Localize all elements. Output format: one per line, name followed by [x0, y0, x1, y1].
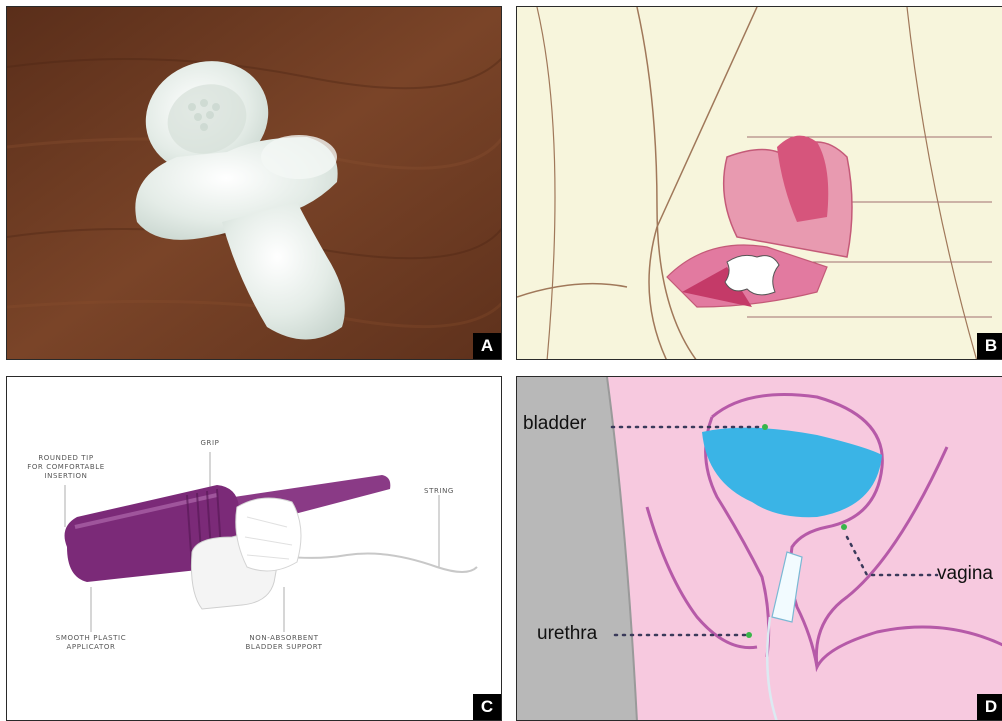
grip-label: GRIP	[193, 439, 227, 448]
tip-label: ROUNDED TIP FOR COMFORTABLE INSERTION	[27, 454, 105, 481]
bladder-label: bladder	[523, 413, 586, 435]
panel-d-badge: D	[977, 694, 1002, 720]
panel-b-badge: B	[977, 333, 1002, 359]
panel-c-badge: C	[473, 694, 501, 720]
panel-a-photo: A	[6, 6, 502, 360]
anatomy-illustration	[517, 7, 1002, 360]
bladder-diagram	[517, 377, 1002, 721]
panel-c-product-diagram: ROUNDED TIP FOR COMFORTABLE INSERTION GR…	[6, 376, 502, 721]
panel-b-illustration: B	[516, 6, 1002, 360]
applicator-illustration	[7, 377, 502, 721]
panel-a-badge: A	[473, 333, 501, 359]
pessary-photo	[7, 7, 502, 360]
panel-d-anatomy-diagram: bladder vagina urethra D	[516, 376, 1002, 721]
support-label: NON-ABSORBENT BLADDER SUPPORT	[227, 634, 341, 652]
vagina-label: vagina	[937, 563, 993, 585]
urethra-label: urethra	[537, 623, 597, 645]
string-label: STRING	[417, 487, 461, 496]
applicator-label: SMOOTH PLASTIC APPLICATOR	[37, 634, 145, 652]
